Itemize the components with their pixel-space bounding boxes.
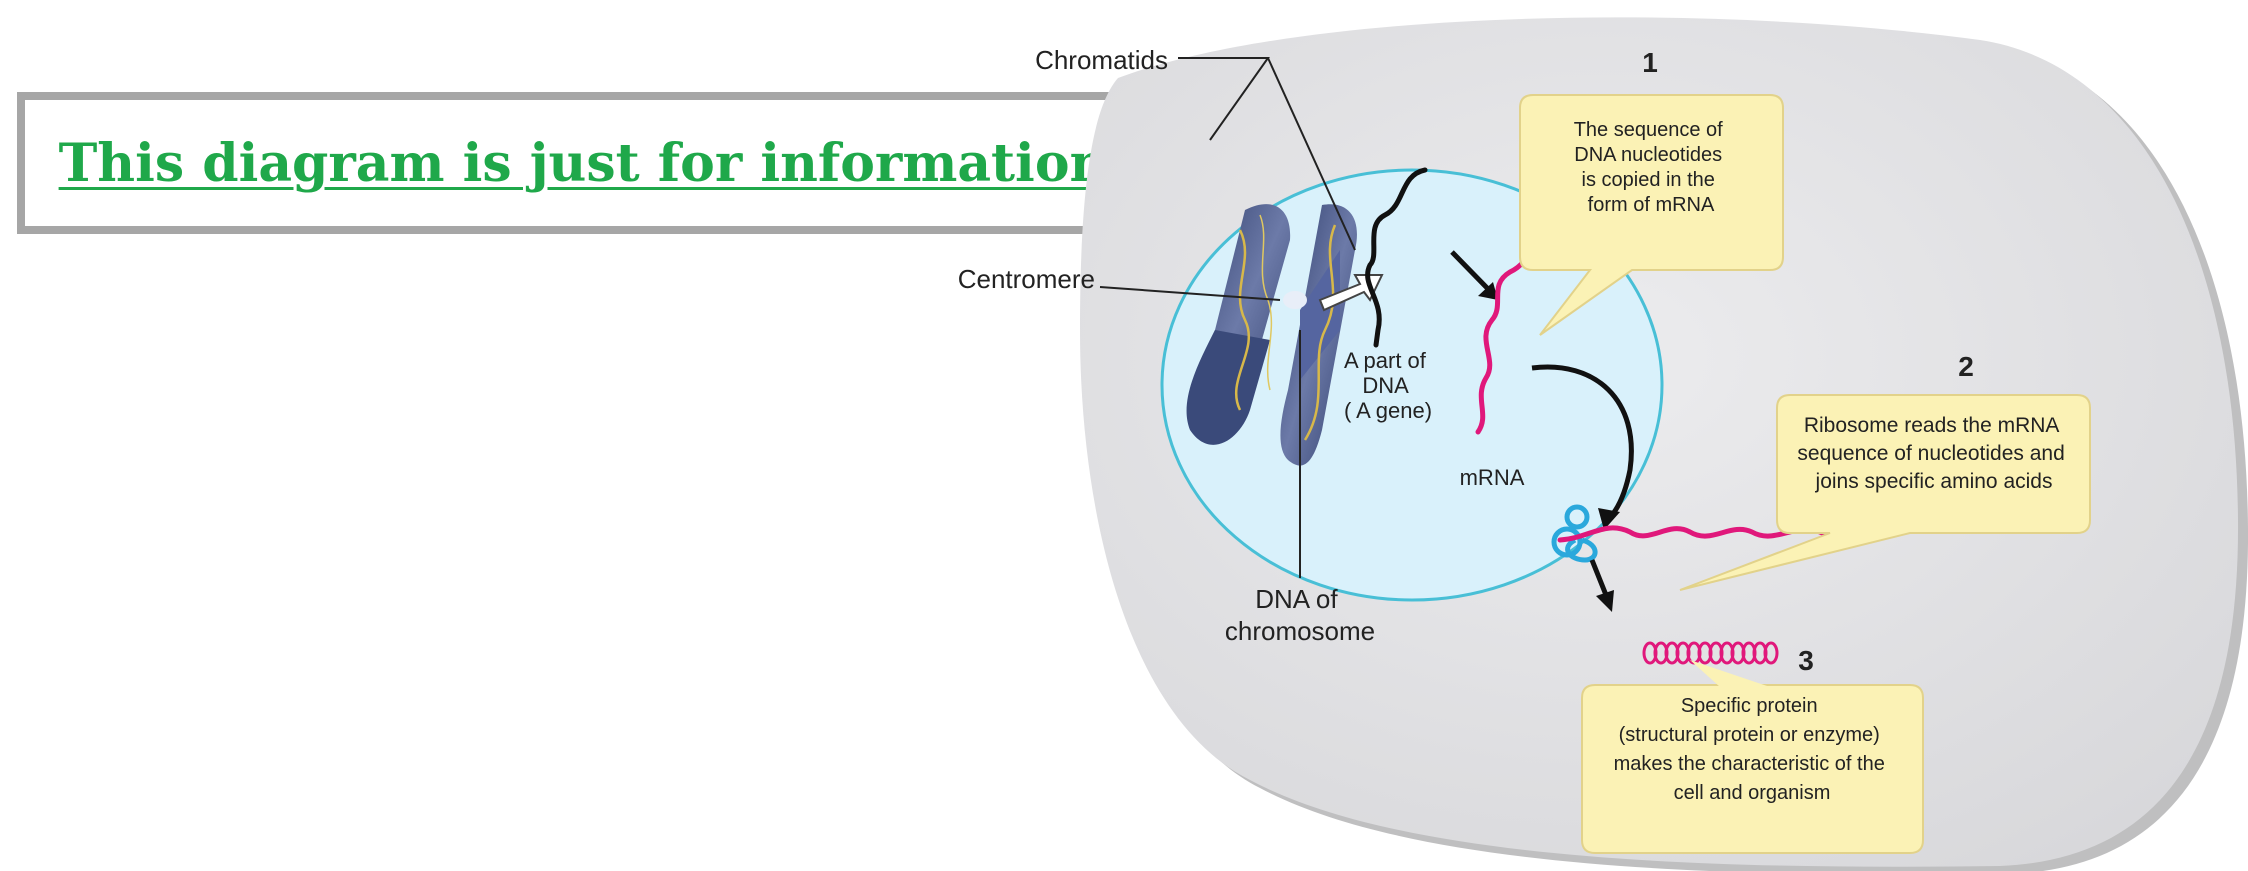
label-centromere: Centromere (958, 264, 1095, 294)
label-chromatids: Chromatids (1035, 45, 1168, 75)
step-3-number: 3 (1798, 645, 1814, 676)
step-2-number: 2 (1958, 351, 1974, 382)
step-2-text: Ribosome reads the mRNA sequence of nucl… (1797, 414, 2070, 493)
label-mrna: mRNA (1460, 465, 1525, 490)
step-1-number: 1 (1642, 47, 1658, 78)
